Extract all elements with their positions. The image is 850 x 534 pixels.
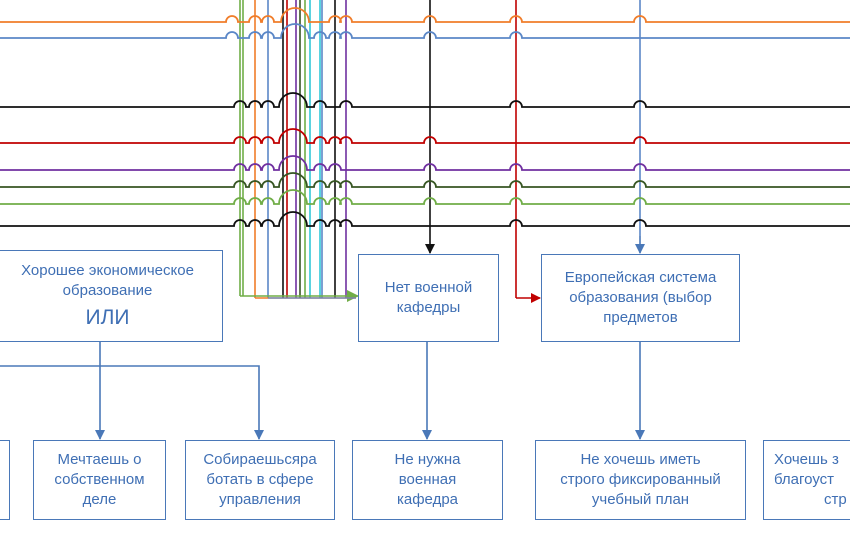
horizontal-connector: [0, 92, 850, 108]
box-no-military: Нет военной кафедры: [358, 254, 499, 342]
horizontal-connector: [0, 7, 850, 23]
box-dream-business-line3: деле: [82, 491, 117, 508]
box-management: Собираешьсяра ботать в сфере управления: [185, 440, 335, 520]
box-european-line1: Европейская система: [564, 269, 717, 286]
box-dream-business-line2: собственном: [54, 471, 145, 488]
box-management-line2: ботать в сфере: [206, 471, 314, 488]
box-management-line1: Собираешьсяра: [203, 451, 317, 468]
box-economics-line2: образование: [62, 282, 153, 299]
box-european-line2: образования (выбор: [569, 289, 712, 306]
box-want-partial-line2: благоуст: [774, 471, 835, 488]
box-dream-business-line1: Мечтаешь о: [57, 451, 142, 468]
box-no-military-line2: кафедры: [396, 299, 461, 316]
horizontal-connector: [0, 155, 850, 171]
box-want-partial: Хочешь з благоуст стр: [763, 440, 850, 520]
box-want-partial-line3: стр: [824, 491, 847, 508]
box-want-partial-line1: Хочешь з: [774, 451, 839, 468]
box-no-fixed-plan: Не хочешь иметь строго фиксированный уче…: [535, 440, 746, 520]
horizontal-connector: [0, 128, 850, 144]
box-left-partial: [0, 440, 10, 520]
box-no-need-military-line2: военная: [398, 471, 457, 488]
horizontal-connector: [0, 172, 850, 188]
box-no-need-military: Не нужна военная кафедра: [352, 440, 503, 520]
box-economics-line1: Хорошее экономическое: [21, 262, 194, 279]
horizontal-connector: [0, 211, 850, 227]
box-no-fixed-plan-line2: строго фиксированный: [560, 471, 721, 488]
box-no-need-military-line3: кафедра: [396, 491, 459, 508]
box-european: Европейская система образования (выбор п…: [541, 254, 740, 342]
box-no-military-line1: Нет военной: [384, 279, 473, 296]
horizontal-connector: [0, 23, 850, 39]
arrow-to-management: [0, 365, 264, 440]
box-no-fixed-plan-line3: учебный план: [591, 491, 690, 508]
box-management-line3: управления: [219, 491, 301, 508]
box-economics: Хорошее экономическое образование ИЛИ: [0, 250, 223, 342]
box-european-line3: предметов: [603, 309, 678, 326]
box-no-fixed-plan-line1: Не хочешь иметь: [580, 451, 701, 468]
box-economics-or: ИЛИ: [85, 306, 130, 329]
horizontal-connector: [0, 189, 850, 205]
box-dream-business: Мечтаешь о собственном деле: [33, 440, 166, 520]
box-no-need-military-line1: Не нужна: [394, 451, 461, 468]
